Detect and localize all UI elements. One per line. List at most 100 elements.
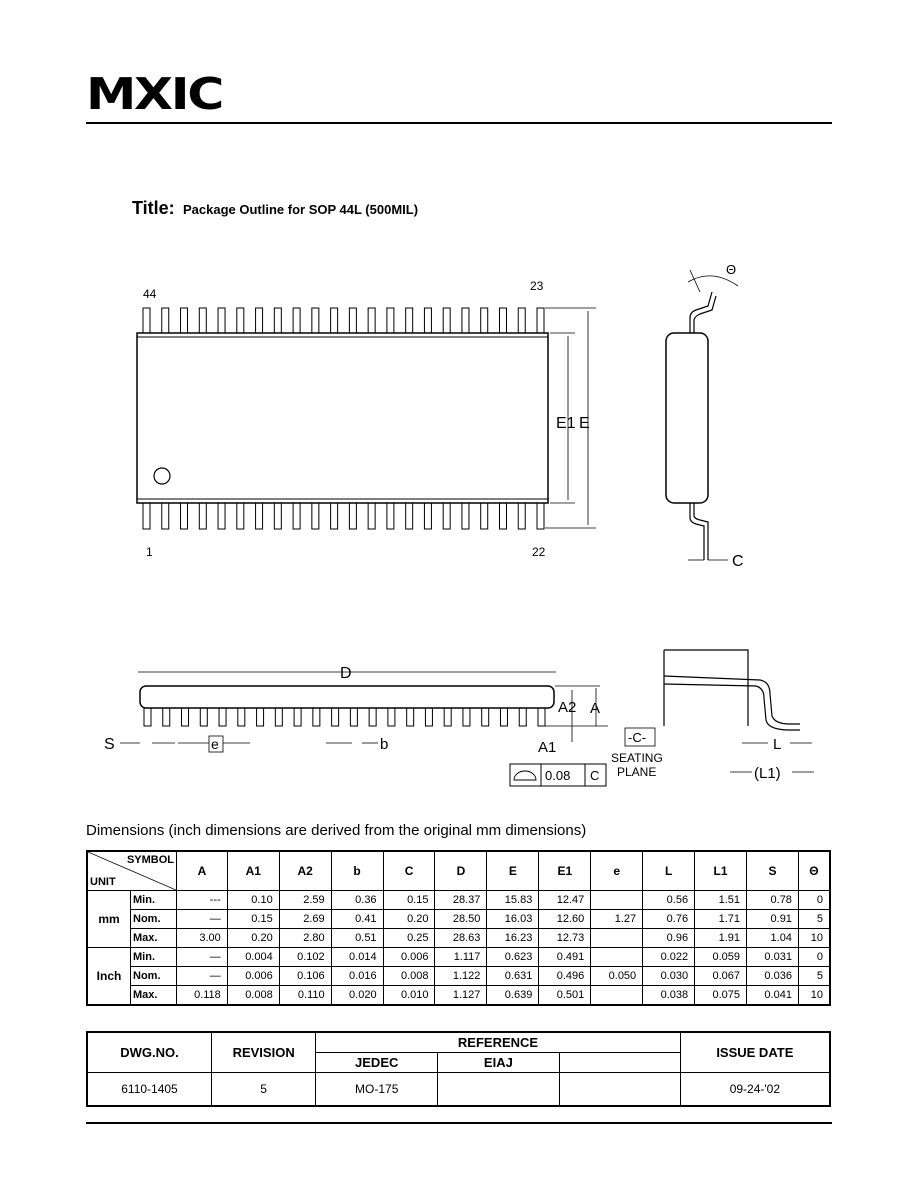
dim-c-label: C <box>732 553 744 570</box>
lead-bottom <box>217 502 226 530</box>
lead-bottom <box>405 502 414 530</box>
dimension-value: 0.030 <box>642 966 696 986</box>
lead-bottom <box>386 502 395 530</box>
dimension-value: 28.50 <box>434 909 488 929</box>
corner-unit: UNIT <box>90 876 116 888</box>
header-rule <box>86 122 832 124</box>
reference-blank-header <box>558 1052 681 1073</box>
dimensions-table: SYMBOL UNIT A A1 A2 b C D E E1 e L L1 S … <box>86 850 831 1006</box>
dim-e-pitch-label: e <box>211 736 219 752</box>
reference-blank-value <box>558 1072 681 1107</box>
row-label: Max. <box>130 928 177 948</box>
dimension-value: — <box>176 966 228 986</box>
dimension-value: 0.106 <box>278 966 332 986</box>
issue-date-value: 09-24-'02 <box>679 1072 831 1107</box>
lead-top <box>498 307 507 334</box>
lead-bottom <box>180 502 189 530</box>
lead-bottom <box>480 502 489 530</box>
dimension-value: 0.501 <box>538 985 592 1006</box>
dimension-value: 0.006 <box>226 966 280 986</box>
lead-bottom <box>461 502 470 530</box>
lead-top <box>330 307 339 334</box>
dimensions-heading: Dimensions (inch dimensions are derived … <box>86 822 587 839</box>
dimension-value: 0.91 <box>746 909 799 929</box>
lead-top <box>405 307 414 334</box>
dimension-value: 3.00 <box>176 928 228 948</box>
col-header: A1 <box>226 850 280 891</box>
dimension-value: 0.491 <box>538 947 592 967</box>
dimension-value: 2.80 <box>278 928 332 948</box>
dimension-value: 10 <box>797 985 831 1006</box>
dwg-no-value: 6110-1405 <box>86 1072 212 1107</box>
lead-top <box>461 307 470 334</box>
lead-bottom <box>273 502 282 530</box>
dimension-value: 0.022 <box>642 947 696 967</box>
dimension-value: 1.122 <box>434 966 488 986</box>
dimension-value: 0.36 <box>330 890 384 910</box>
dimension-value: 28.37 <box>434 890 488 910</box>
lead-top <box>142 307 151 334</box>
issue-date-header: ISSUE DATE <box>679 1031 831 1073</box>
lead-top <box>198 307 207 334</box>
lead-bottom <box>367 502 376 530</box>
dimension-value: 0.10 <box>226 890 280 910</box>
dimension-value: 5 <box>797 909 831 929</box>
dimension-value: 10 <box>797 928 831 948</box>
dim-e-label: E <box>579 415 590 432</box>
dimension-value: 0.008 <box>226 985 280 1006</box>
lead-top <box>273 307 282 334</box>
col-header: E1 <box>538 850 592 891</box>
lead-top <box>386 307 395 334</box>
lead-top <box>348 307 357 334</box>
dimension-value: 12.60 <box>538 909 592 929</box>
dimension-value <box>590 890 644 910</box>
lead-top <box>180 307 189 334</box>
lead-top <box>423 307 432 334</box>
dimension-value: 0 <box>797 947 831 967</box>
dwg-no-header: DWG.NO. <box>86 1031 212 1073</box>
dimension-value: 0.016 <box>330 966 384 986</box>
dim-e1-label: E1 <box>556 415 576 432</box>
dimension-value: 5 <box>797 966 831 986</box>
dim-b-label: b <box>380 736 388 753</box>
package-body-top-view <box>136 332 549 504</box>
dimension-value: 0.631 <box>486 966 540 986</box>
lead-top <box>255 307 264 334</box>
lead-bottom <box>498 502 507 530</box>
lead-bottom <box>536 502 545 530</box>
dimension-value: 0.15 <box>382 890 436 910</box>
lead-detail-body <box>663 649 749 726</box>
dimension-value: 16.23 <box>486 928 540 948</box>
dimension-value: 0.008 <box>382 966 436 986</box>
dimension-value: 0.41 <box>330 909 384 929</box>
dimension-value: 0.050 <box>590 966 644 986</box>
dim-a1-label: A1 <box>538 739 556 756</box>
lead-top <box>311 307 320 334</box>
package-outline-drawing: 44 23 1 22 E1 E Θ C D A2 A S e b A1 -C- … <box>104 262 814 787</box>
side-lead-top <box>689 291 713 333</box>
dimension-value: 1.71 <box>694 909 748 929</box>
col-header: A2 <box>278 850 332 891</box>
col-header: C <box>382 850 436 891</box>
lead-bottom <box>348 502 357 530</box>
dimension-value: 0.20 <box>226 928 280 948</box>
dimension-value: 0.51 <box>330 928 384 948</box>
lead-bottom <box>423 502 432 530</box>
dimension-value: 0.623 <box>486 947 540 967</box>
dimension-value <box>590 928 644 948</box>
dimension-value: 0.639 <box>486 985 540 1006</box>
theta-label: Θ <box>726 262 736 277</box>
dimension-value: 0.76 <box>642 909 696 929</box>
dim-a2-label: A2 <box>558 699 576 716</box>
dimension-value: 0.496 <box>538 966 592 986</box>
bottom-pin-row <box>142 502 545 530</box>
col-header: D <box>434 850 488 891</box>
lead-top <box>161 307 170 334</box>
front-pin-row <box>143 703 546 727</box>
lead-bottom <box>255 502 264 530</box>
pin-23-label: 23 <box>530 279 544 293</box>
flatness-control-frame <box>509 763 607 787</box>
dimension-value: 0.15 <box>226 909 280 929</box>
col-header: Θ <box>797 850 831 891</box>
